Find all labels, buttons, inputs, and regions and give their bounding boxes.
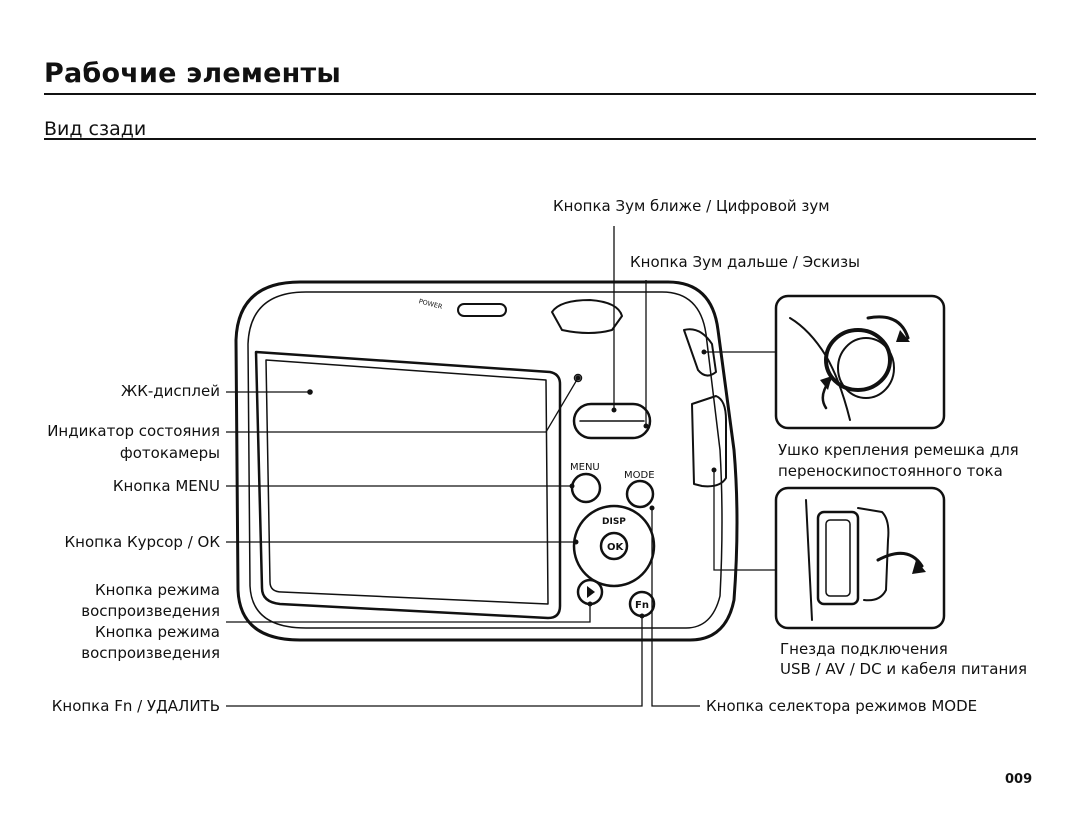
ports-inset-frame bbox=[774, 486, 946, 630]
dpad-ring bbox=[572, 504, 656, 588]
power-label: POWER bbox=[418, 297, 444, 311]
callout-playback-2-line2: воспроизведения bbox=[81, 644, 220, 662]
callout-playback-2-line1: Кнопка режима bbox=[95, 623, 220, 641]
callout-cursor-ok: Кнопка Курсор / ОК bbox=[64, 533, 220, 551]
disp-label: DISP bbox=[602, 517, 626, 527]
menu-button-shape bbox=[570, 472, 602, 504]
fn-label: Fn bbox=[635, 600, 649, 611]
lcd-bezel bbox=[254, 350, 562, 620]
callout-playback-1-line1: Кнопка режима bbox=[95, 581, 220, 599]
camera-body-inner-rim bbox=[247, 291, 723, 629]
ok-button-shape bbox=[599, 531, 629, 561]
callout-strap-2: переноскипостоянного тока bbox=[778, 462, 1003, 480]
callout-zoom-out: Кнопка Зум дальше / Эскизы bbox=[630, 253, 860, 271]
strap-inset-frame bbox=[774, 294, 946, 430]
page-title: Рабочие элементы bbox=[44, 58, 341, 89]
callout-mode-selector: Кнопка селектора режимов MODE bbox=[706, 697, 978, 715]
callout-ports-2: USB / AV / DC и кабеля питания bbox=[780, 660, 1028, 678]
callout-lcd: ЖК-дисплей bbox=[121, 382, 220, 400]
callout-strap-1: Ушко крепления ремешка для bbox=[778, 441, 1019, 459]
zoom-rocker bbox=[572, 402, 652, 440]
mode-button-shape bbox=[625, 479, 655, 509]
callout-zoom-in: Кнопка Зум ближе / Цифровой зум bbox=[553, 197, 830, 215]
port-door bbox=[691, 395, 727, 488]
callout-menu-button: Кнопка MENU bbox=[112, 477, 220, 495]
shutter-bump bbox=[551, 299, 623, 334]
lcd-screen bbox=[265, 359, 549, 605]
menu-label: MENU bbox=[570, 462, 600, 473]
subtitle-divider bbox=[44, 138, 1036, 140]
power-button bbox=[457, 303, 507, 317]
leader-dots bbox=[307, 349, 717, 619]
callout-playback-1-line2: воспроизведения bbox=[81, 602, 220, 620]
mode-label: MODE bbox=[624, 470, 655, 481]
strap-eyelet bbox=[683, 328, 717, 377]
leader-lines bbox=[226, 226, 776, 707]
callout-status-indicator-2: фотокамеры bbox=[119, 444, 220, 462]
camera-body-outline bbox=[234, 280, 739, 642]
callout-status-indicator-1: Индикатор состояния bbox=[47, 422, 220, 440]
callout-fn-delete: Кнопка Fn / УДАЛИТЬ bbox=[51, 697, 220, 715]
status-lamp bbox=[573, 373, 583, 383]
ok-label: OK bbox=[607, 542, 625, 553]
section-subtitle: Вид сзади bbox=[44, 118, 147, 140]
page-number: 009 bbox=[1005, 772, 1033, 787]
callout-ports-1: Гнезда подключения bbox=[780, 640, 948, 658]
title-divider bbox=[44, 93, 1036, 95]
